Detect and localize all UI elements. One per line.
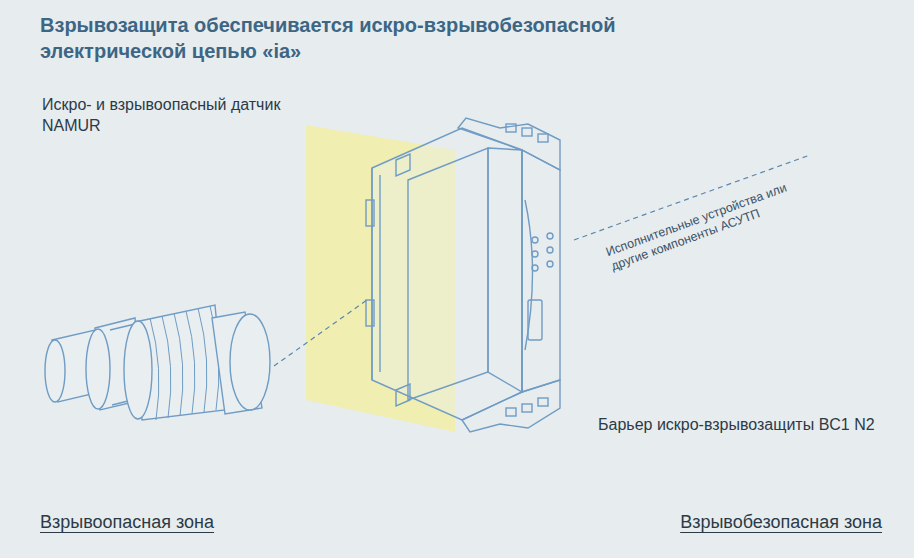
zone-label: Взрывобезопасная зона xyxy=(680,512,882,533)
dashed-connector xyxy=(274,299,368,366)
node-caption: Барьер искро-взрывозащиты BC1 N2 xyxy=(598,414,888,435)
zone-label: Взрывоопасная зона xyxy=(40,512,214,533)
actuators-label: Исполнительные устройства или другие ком… xyxy=(604,174,812,274)
sensor-node: Искро- и взрывоопасный датчик NAMUR xyxy=(42,312,274,462)
node-caption: Искро- и взрывоопасный датчик NAMUR xyxy=(42,94,292,136)
barrier-module xyxy=(366,118,560,432)
title: Взрывозащита обеспечивается искро-взрыво… xyxy=(40,12,640,64)
namur-sensor xyxy=(45,305,270,420)
barrier-node: Барьер искро-взрывозащиты BC1 N2 xyxy=(368,118,564,436)
